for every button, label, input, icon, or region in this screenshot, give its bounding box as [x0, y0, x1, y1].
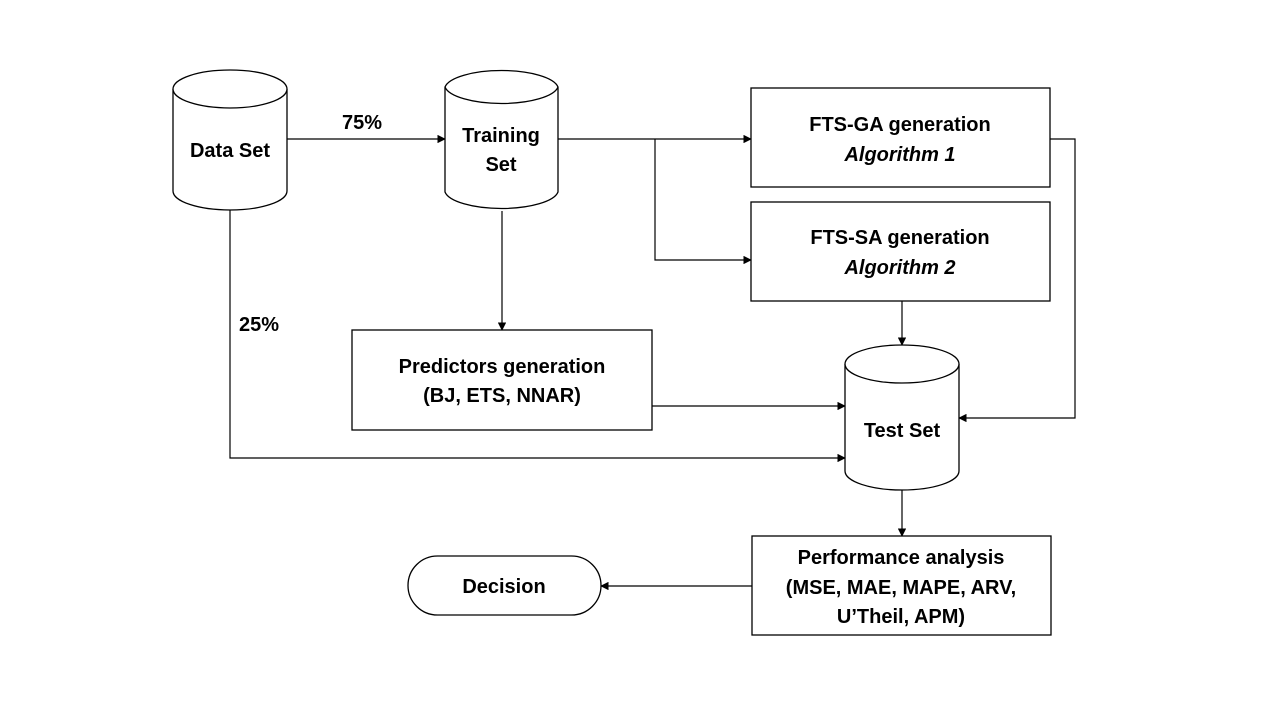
node-predictors-line2: (BJ, ETS, NNAR) [423, 385, 581, 407]
edge-fts-ga-to-test [958, 138, 1076, 423]
node-predictors-line1: Predictors generation [399, 356, 606, 378]
node-training-set-line2: Set [485, 154, 516, 176]
node-fts-ga: FTS-GA generation Algorithm 1 [750, 87, 1051, 188]
node-data-set-label: Data Set [190, 140, 270, 162]
node-fts-ga-line1: FTS-GA generation [809, 114, 990, 136]
node-data-set: Data Set [172, 69, 288, 211]
node-predictors: Predictors generation (BJ, ETS, NNAR) [351, 329, 653, 431]
node-decision-label: Decision [462, 576, 545, 598]
node-training-set: Training Set [444, 69, 559, 210]
node-decision: Decision [407, 555, 602, 616]
edge-training-to-fts-sa [654, 139, 752, 265]
edge-label-25: 25% [239, 314, 279, 336]
edges [229, 134, 1076, 591]
edge-dataset-to-test [229, 210, 846, 463]
node-test-set-label: Test Set [864, 420, 941, 442]
node-performance-line3: U’Theil, APM) [837, 606, 965, 628]
node-test-set: Test Set [844, 344, 960, 491]
node-training-set-line1: Training [462, 125, 540, 147]
node-fts-sa-line1: FTS-SA generation [810, 227, 989, 249]
node-performance-line2: (MSE, MAE, MAPE, ARV, [786, 577, 1016, 599]
node-performance: Performance analysis (MSE, MAE, MAPE, AR… [751, 535, 1052, 636]
edge-label-75: 75% [342, 112, 382, 134]
node-performance-line1: Performance analysis [798, 547, 1005, 569]
node-fts-ga-line2: Algorithm 1 [843, 144, 955, 166]
node-fts-sa-line2: Algorithm 2 [843, 257, 955, 279]
node-fts-sa: FTS-SA generation Algorithm 2 [750, 201, 1051, 302]
